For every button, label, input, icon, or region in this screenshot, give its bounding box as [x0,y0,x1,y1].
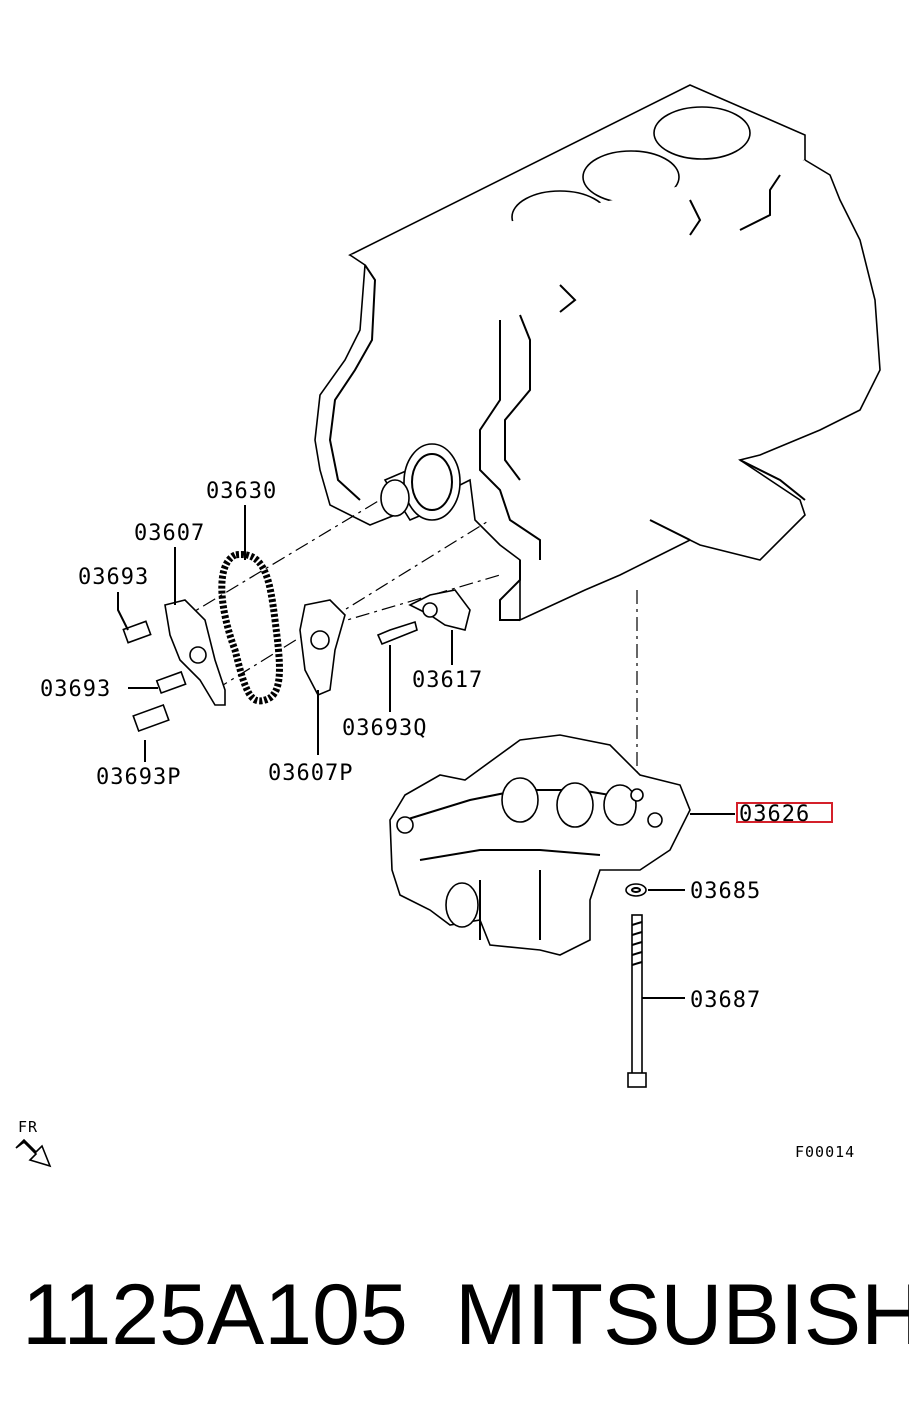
callout-03626: 03626 [739,802,810,827]
front-direction-arrow-icon [15,1138,52,1168]
callout-03685: 03685 [690,879,761,904]
callout-03693-upper: 03693 [78,565,149,590]
bolt-03693p [132,703,170,733]
engine-block [314,84,881,622]
leader-lines [117,505,735,999]
balancer-shaft-assembly [389,734,691,956]
callout-03607: 03607 [134,521,205,546]
timing-belt [218,550,283,705]
exploded-parts-diagram: 03630 03607 03693 03693 03693P 03607P 03… [15,84,881,1168]
manufacturer-name: MITSUBISHI [455,1267,909,1363]
bolt-03693-upper [122,620,152,644]
callout-03693q: 03693Q [342,716,427,741]
bolt-03693q [376,620,418,646]
callout-03617: 03617 [412,668,483,693]
callout-03607p: 03607P [268,761,353,786]
callout-03630: 03630 [206,479,277,504]
cylinder-bore-4 [653,106,751,160]
figure-code: F00014 [795,1143,855,1161]
tensioner-pulley [299,599,346,697]
callout-03693-middle: 03693 [40,677,111,702]
washer [625,883,647,897]
assembly-guide-lines [179,499,638,800]
tensioner-bracket [408,589,471,631]
part-number: 1125A105 [22,1267,408,1363]
bolt-03693-middle [155,670,187,695]
long-bolt [627,914,647,1088]
highlight-box [736,802,833,823]
callout-03693p: 03693P [96,765,181,790]
callout-03687: 03687 [690,988,761,1013]
crankshaft-sprocket [380,443,461,522]
belt-cover-plate [164,599,226,706]
direction-label: FR [18,1118,38,1136]
footer-caption: 1125A105 MITSUBISHI [0,1255,909,1395]
